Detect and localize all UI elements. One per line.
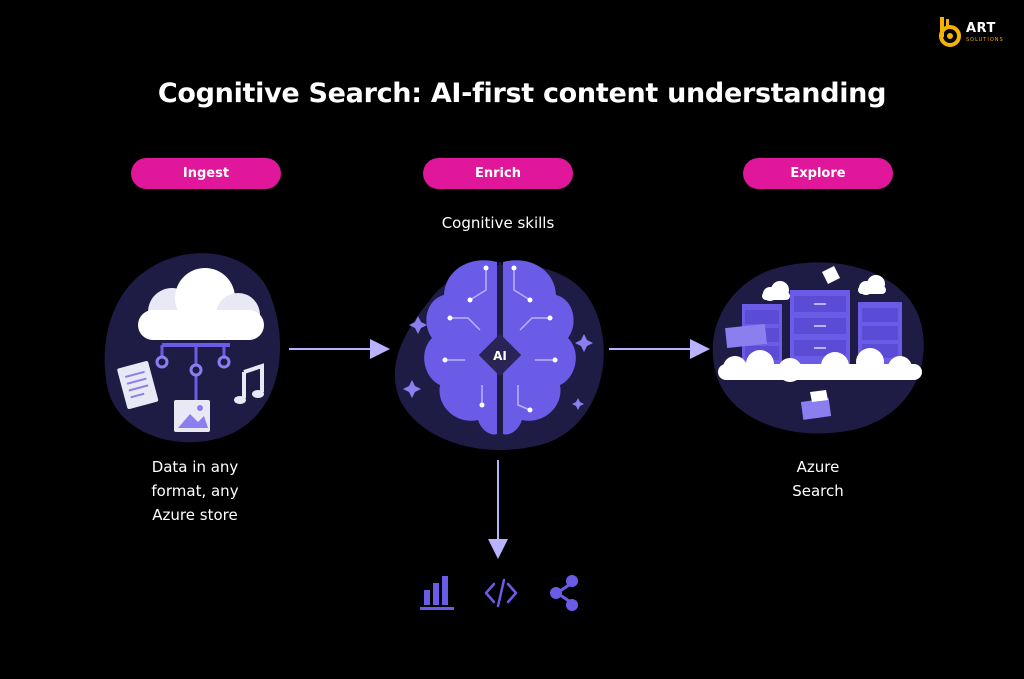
cloud-icon (762, 275, 886, 301)
music-note-icon (234, 363, 264, 404)
brand-name: ART (966, 21, 996, 36)
share-icon (550, 575, 578, 611)
stage-pill-ingest: Ingest (131, 158, 281, 189)
bar-chart-icon (420, 576, 454, 610)
file-cabinet-icon (725, 290, 902, 370)
ingest-caption: Data in any format, any Azure store (110, 455, 280, 527)
ai-chip-icon: AI (478, 333, 522, 377)
enrich-subtitle: Cognitive skills (441, 214, 555, 232)
ingest-caption-line: format, any (151, 482, 239, 500)
sparkle-icon (575, 334, 593, 352)
explore-caption-line: Azure (796, 458, 840, 476)
stage-pill-explore: Explore (743, 158, 893, 189)
code-icon (484, 578, 518, 608)
sparkle-icon (403, 380, 421, 398)
ingest-illustration (104, 253, 281, 443)
brand-logo-icon (939, 17, 961, 47)
paper-icon (822, 266, 840, 284)
sparkle-icon (409, 316, 427, 334)
cloud-base (718, 348, 922, 382)
image-icon (174, 400, 210, 432)
explore-illustration (712, 262, 924, 434)
diagram-title: Cognitive Search: AI-first content under… (157, 78, 887, 109)
explore-caption-line: Search (792, 482, 844, 500)
ingest-caption-line: Data in any (151, 458, 239, 476)
sparkle-icon (572, 398, 584, 410)
stage-pill-enrich: Enrich (423, 158, 573, 189)
ingest-caption-line: Azure store (152, 506, 238, 524)
cloud-icon (138, 268, 264, 340)
folder-icon (800, 390, 832, 420)
brand-tagline: SOLUTIONS (966, 37, 1004, 43)
enrich-illustration: AI (394, 260, 604, 450)
ai-badge: AI (493, 349, 507, 363)
document-icon (117, 361, 159, 410)
explore-caption: Azure Search (743, 455, 893, 503)
